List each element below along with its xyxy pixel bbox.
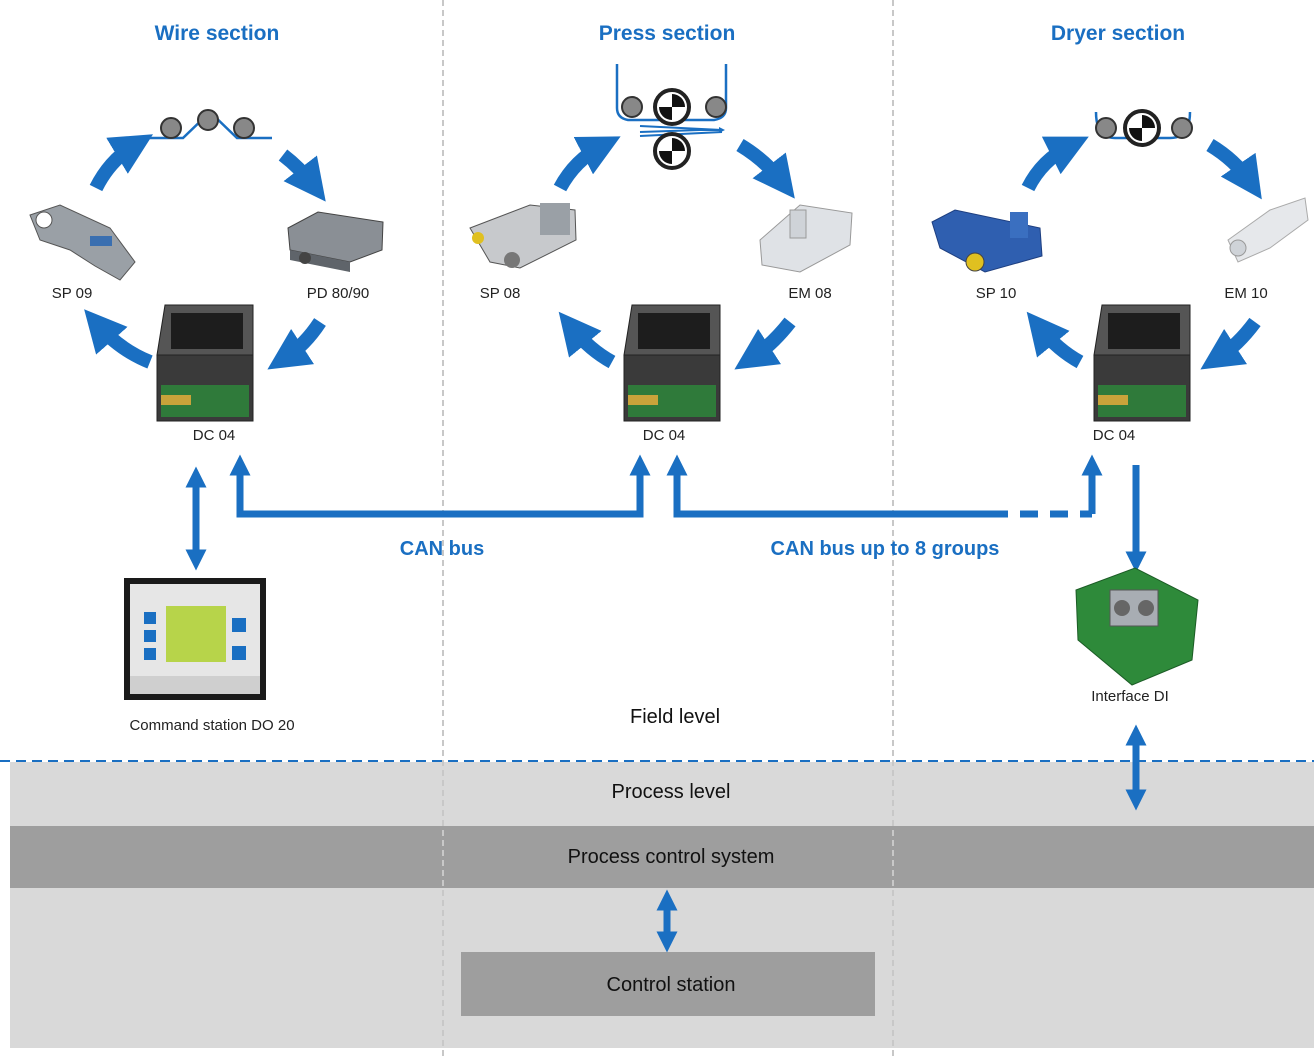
sp09-device [29, 204, 136, 281]
press-section-title: Press section [598, 22, 736, 45]
command-station-device [124, 578, 266, 700]
sp08-device [469, 203, 577, 269]
em10-device [1227, 197, 1309, 263]
control-station-box [461, 952, 875, 1016]
process-control-band [10, 826, 1314, 888]
em08-device [759, 204, 853, 273]
can-bus-lines [229, 454, 1103, 518]
can-bus-groups-label: CAN bus up to 8 groups [770, 538, 1000, 560]
sp10-device [931, 209, 1043, 273]
dc04-wire-device [156, 304, 254, 422]
sp08-label: SP 08 [479, 285, 521, 302]
dc04-press-label: DC 04 [642, 427, 686, 444]
press-section-diagram [469, 64, 853, 422]
sp10-label: SP 10 [975, 285, 1017, 302]
divider-left [442, 0, 444, 1056]
interface-di-device [1075, 567, 1199, 686]
pd8090-label: PD 80/90 [306, 285, 370, 302]
dc04-dryer-device [1093, 304, 1191, 422]
dc04-wire-label: DC 04 [192, 427, 236, 444]
em08-label: EM 08 [788, 285, 832, 302]
can-bus-label: CAN bus [399, 538, 485, 560]
command-station-label: Command station DO 20 [129, 717, 295, 734]
interface-di-label: Interface DI [1091, 688, 1169, 705]
dryer-section-title: Dryer section [1050, 22, 1186, 45]
pd8090-device [287, 211, 384, 272]
field-level-label: Field level [629, 706, 721, 728]
divider-right [892, 0, 894, 1056]
process-level-band [10, 762, 1314, 826]
control-station-label: Control station [606, 974, 736, 996]
sp09-label: SP 09 [51, 285, 93, 302]
process-control-label: Process control system [567, 846, 775, 868]
dryer-section-diagram [931, 109, 1309, 422]
dc04-press-device [623, 304, 721, 422]
dc04-dryer-label: DC 04 [1092, 427, 1136, 444]
wire-section-title: Wire section [154, 22, 280, 45]
process-level-label: Process level [611, 781, 731, 803]
em10-label: EM 10 [1224, 285, 1268, 302]
wire-section-diagram [29, 109, 384, 422]
